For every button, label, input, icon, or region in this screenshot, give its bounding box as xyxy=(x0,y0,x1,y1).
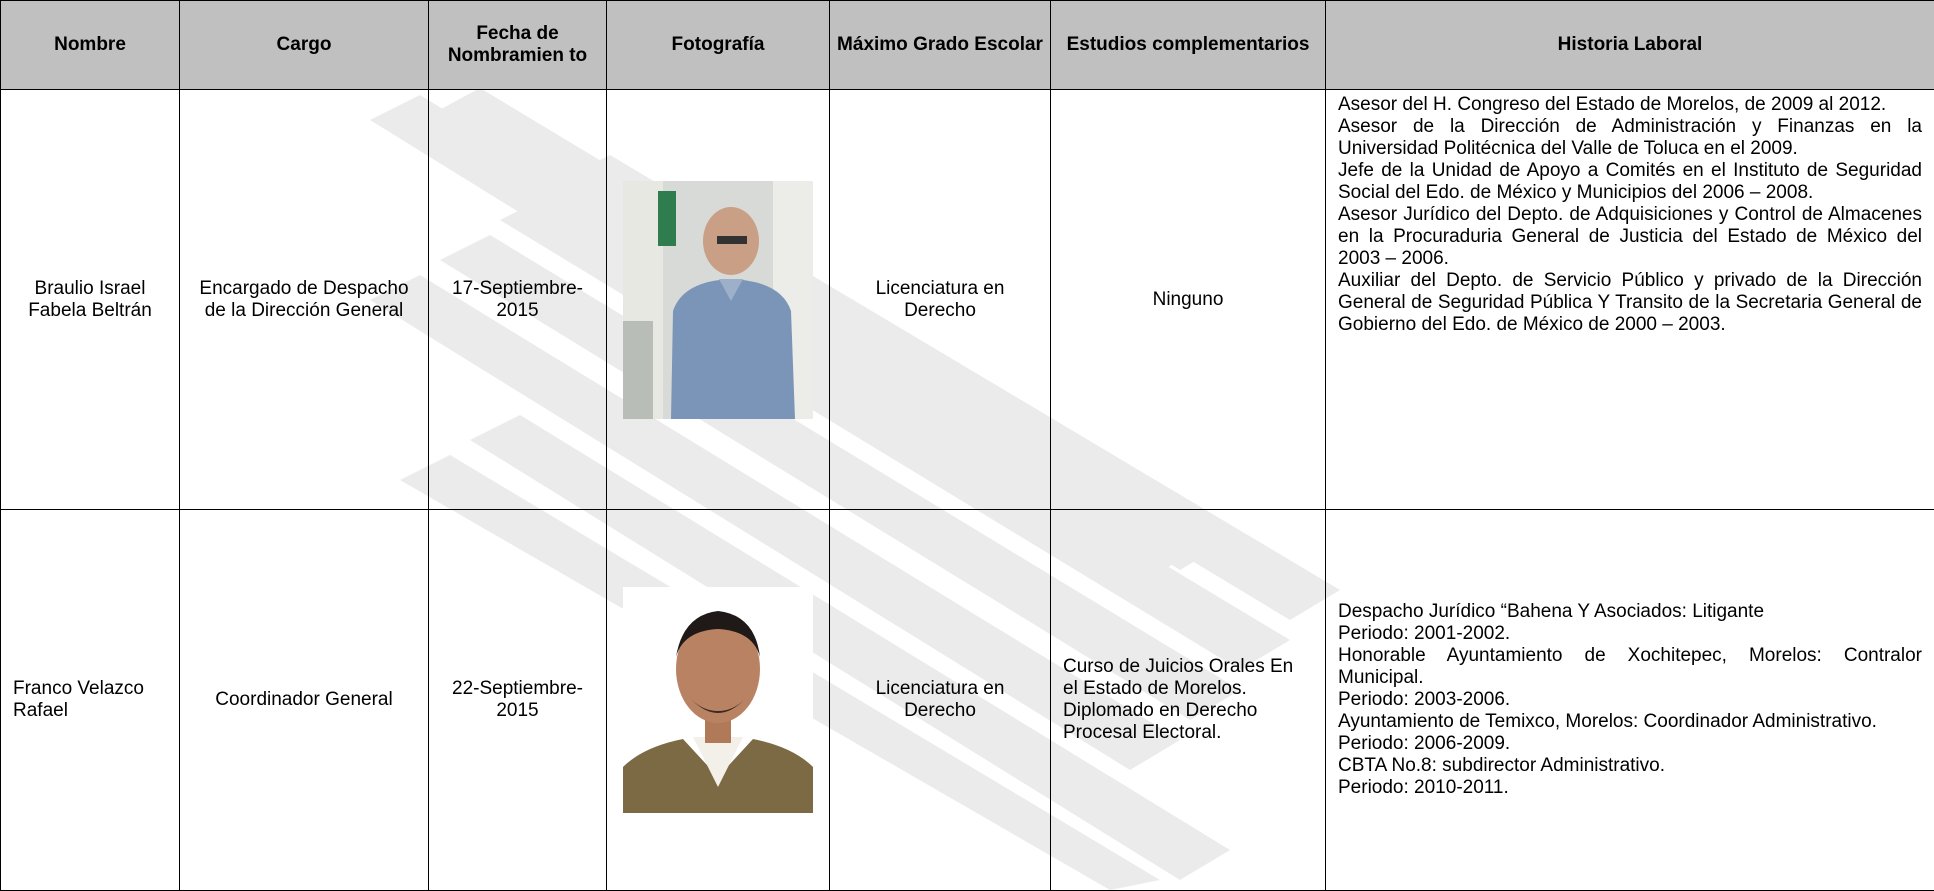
table-row: Braulio Israel Fabela Beltrán Encargado … xyxy=(1,90,1934,510)
header-estudios: Estudios complementarios xyxy=(1051,1,1326,90)
table-row: Franco Velazco Rafael Coordinador Genera… xyxy=(1,510,1934,891)
header-row: Nombre Cargo Fecha de Nombramien to Foto… xyxy=(1,1,1934,90)
historia-item: Honorable Ayuntamiento de Xochitepec, Mo… xyxy=(1338,645,1922,689)
historia-item: Asesor del H. Congreso del Estado de Mor… xyxy=(1338,94,1922,116)
grado-cell: Licenciatura en Derecho xyxy=(830,90,1051,510)
historia-item: Asesor Jurídico del Depto. de Adquisicio… xyxy=(1338,204,1922,270)
nombre-cell: Braulio Israel Fabela Beltrán xyxy=(1,90,180,510)
historia-item: Auxiliar del Depto. de Servicio Público … xyxy=(1338,270,1922,336)
historia-item: Asesor de la Dirección de Administración… xyxy=(1338,116,1922,160)
header-cargo: Cargo xyxy=(180,1,429,90)
header-fecha: Fecha de Nombramien to xyxy=(429,1,607,90)
historia-cell: Asesor del H. Congreso del Estado de Mor… xyxy=(1326,90,1934,510)
fecha-cell: 22-Septiembre-2015 xyxy=(429,510,607,891)
cargo-cell: Encargado de Despacho de la Dirección Ge… xyxy=(180,90,429,510)
historia-item: Despacho Jurídico “Bahena Y Asociados: L… xyxy=(1338,601,1922,623)
header-historia: Historia Laboral xyxy=(1326,1,1934,90)
estudios-item: Curso de Juicios Orales En el Estado de … xyxy=(1063,656,1313,700)
historia-item: Periodo: 2003-2006. xyxy=(1338,689,1922,711)
historia-item: Periodo: 2006-2009. xyxy=(1338,733,1922,755)
estudios-cell: Ninguno xyxy=(1051,90,1326,510)
header-fotografia: Fotografía xyxy=(607,1,830,90)
nombre-cell: Franco Velazco Rafael xyxy=(1,510,180,891)
header-grado: Máximo Grado Escolar xyxy=(830,1,1051,90)
historia-item: Ayuntamiento de Temixco, Morelos: Coordi… xyxy=(1338,711,1922,733)
historia-item: CBTA No.8: subdirector Administrativo. xyxy=(1338,755,1922,777)
profile-photo xyxy=(623,181,813,419)
historia-item: Jefe de la Unidad de Apoyo a Comités en … xyxy=(1338,160,1922,204)
historia-cell: Despacho Jurídico “Bahena Y Asociados: L… xyxy=(1326,510,1934,891)
photo-cell xyxy=(607,90,830,510)
estudios-item: Diplomado en Derecho Procesal Electoral. xyxy=(1063,700,1313,744)
cargo-cell: Coordinador General xyxy=(180,510,429,891)
photo-cell xyxy=(607,510,830,891)
profile-photo xyxy=(623,587,813,813)
estudios-cell: Curso de Juicios Orales En el Estado de … xyxy=(1051,510,1326,891)
fecha-cell: 17-Septiembre-2015 xyxy=(429,90,607,510)
historia-item: Periodo: 2001-2002. xyxy=(1338,623,1922,645)
header-nombre: Nombre xyxy=(1,1,180,90)
historia-item: Periodo: 2010-2011. xyxy=(1338,777,1922,799)
grado-cell: Licenciatura en Derecho xyxy=(830,510,1051,891)
